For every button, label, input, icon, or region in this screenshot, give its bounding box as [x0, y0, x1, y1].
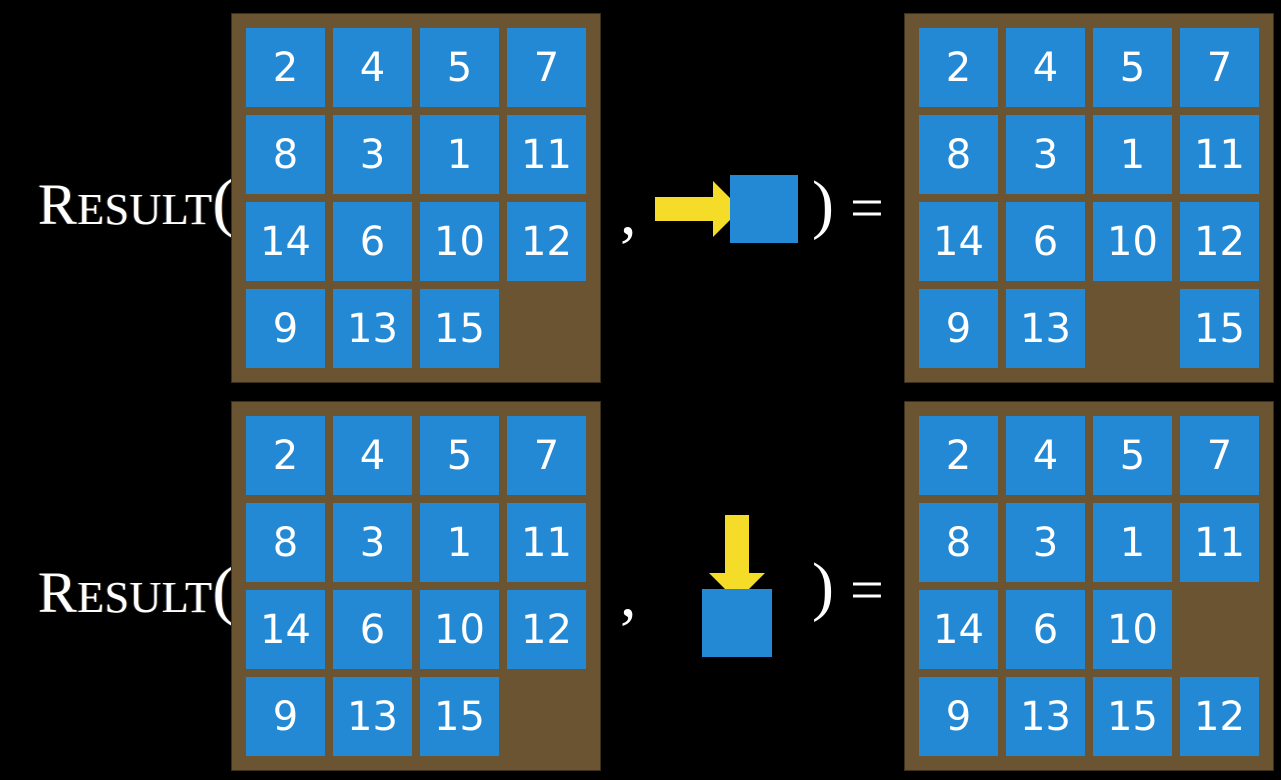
tile[interactable]: 15 [420, 289, 499, 368]
tile[interactable]: 10 [1093, 590, 1172, 669]
output-board-row2: 2 4 5 7 8 3 1 11 14 6 10 9 13 15 12 [905, 402, 1273, 770]
tile-empty [1180, 590, 1259, 669]
tile[interactable]: 8 [246, 503, 325, 582]
tile[interactable]: 10 [420, 590, 499, 669]
arrow-right-icon-row1 [655, 181, 741, 237]
tile[interactable]: 14 [919, 202, 998, 281]
tile[interactable]: 7 [1180, 416, 1259, 495]
comma-row2: , [620, 558, 637, 631]
input-board-row2: 2 4 5 7 8 3 1 11 14 6 10 12 9 13 15 [232, 402, 600, 770]
equals-row1: = [850, 175, 884, 241]
result-label-small-row2: ESULT [77, 573, 213, 622]
result-label-cap-row2: R [38, 560, 78, 625]
tile[interactable]: 4 [1006, 28, 1085, 107]
tile[interactable]: 14 [919, 590, 998, 669]
moving-tile-row1 [730, 175, 798, 243]
tile[interactable]: 2 [919, 416, 998, 495]
tile-empty [1093, 289, 1172, 368]
tile[interactable]: 7 [507, 416, 586, 495]
tile[interactable]: 4 [1006, 416, 1085, 495]
tile[interactable]: 15 [1093, 677, 1172, 756]
equals-row2: = [850, 557, 884, 623]
tile[interactable]: 6 [1006, 202, 1085, 281]
tile[interactable]: 9 [246, 289, 325, 368]
tile[interactable]: 7 [507, 28, 586, 107]
tile[interactable]: 11 [507, 503, 586, 582]
tile[interactable]: 6 [1006, 590, 1085, 669]
tile[interactable]: 15 [1180, 289, 1259, 368]
input-board-row1: 2 4 5 7 8 3 1 11 14 6 10 12 9 13 15 [232, 14, 600, 382]
tile[interactable]: 3 [1006, 115, 1085, 194]
tile[interactable]: 9 [246, 677, 325, 756]
tile[interactable]: 12 [1180, 677, 1259, 756]
result-label-row2: RESULT( [38, 558, 235, 624]
tile[interactable]: 13 [1006, 289, 1085, 368]
close-paren-row2: ) [812, 550, 834, 623]
tile[interactable]: 2 [919, 28, 998, 107]
tile[interactable]: 3 [333, 503, 412, 582]
tile[interactable]: 11 [507, 115, 586, 194]
comma-row1: , [620, 176, 637, 249]
tile[interactable]: 7 [1180, 28, 1259, 107]
tile[interactable]: 15 [420, 677, 499, 756]
tile[interactable]: 9 [919, 677, 998, 756]
tile[interactable]: 6 [333, 590, 412, 669]
tile[interactable]: 13 [1006, 677, 1085, 756]
arrow-down-icon-row2 [709, 515, 765, 601]
result-label-cap-row1: R [38, 172, 78, 237]
tile-empty [507, 677, 586, 756]
result-label-row1: RESULT( [38, 170, 235, 236]
tile[interactable]: 5 [1093, 28, 1172, 107]
input-board-grid-row2: 2 4 5 7 8 3 1 11 14 6 10 12 9 13 15 [246, 416, 586, 756]
tile[interactable]: 8 [919, 115, 998, 194]
tile[interactable]: 1 [1093, 115, 1172, 194]
tile[interactable]: 2 [246, 416, 325, 495]
tile[interactable]: 8 [246, 115, 325, 194]
tile[interactable]: 3 [1006, 503, 1085, 582]
input-board-grid-row1: 2 4 5 7 8 3 1 11 14 6 10 12 9 13 15 [246, 28, 586, 368]
tile[interactable]: 11 [1180, 115, 1259, 194]
output-board-row1: 2 4 5 7 8 3 1 11 14 6 10 12 9 13 15 [905, 14, 1273, 382]
tile[interactable]: 3 [333, 115, 412, 194]
result-label-paren-row1: ( [212, 166, 236, 239]
output-board-grid-row1: 2 4 5 7 8 3 1 11 14 6 10 12 9 13 15 [919, 28, 1259, 368]
tile[interactable]: 10 [420, 202, 499, 281]
result-label-paren-row2: ( [212, 554, 236, 627]
output-board-grid-row2: 2 4 5 7 8 3 1 11 14 6 10 9 13 15 12 [919, 416, 1259, 756]
tile-empty [507, 289, 586, 368]
tile[interactable]: 13 [333, 677, 412, 756]
tile[interactable]: 1 [420, 503, 499, 582]
tile[interactable]: 5 [420, 28, 499, 107]
tile[interactable]: 8 [919, 503, 998, 582]
tile[interactable]: 5 [420, 416, 499, 495]
tile[interactable]: 5 [1093, 416, 1172, 495]
tile[interactable]: 6 [333, 202, 412, 281]
tile[interactable]: 14 [246, 202, 325, 281]
tile[interactable]: 4 [333, 28, 412, 107]
tile[interactable]: 1 [1093, 503, 1172, 582]
tile[interactable]: 12 [507, 590, 586, 669]
tile[interactable]: 9 [919, 289, 998, 368]
tile[interactable]: 1 [420, 115, 499, 194]
tile[interactable]: 14 [246, 590, 325, 669]
tile[interactable]: 10 [1093, 202, 1172, 281]
tile[interactable]: 12 [507, 202, 586, 281]
tile[interactable]: 11 [1180, 503, 1259, 582]
result-label-small-row1: ESULT [77, 185, 213, 234]
tile[interactable]: 13 [333, 289, 412, 368]
moving-tile-row2 [702, 589, 772, 657]
tile[interactable]: 4 [333, 416, 412, 495]
tile[interactable]: 12 [1180, 202, 1259, 281]
tile[interactable]: 2 [246, 28, 325, 107]
close-paren-row1: ) [812, 168, 834, 241]
